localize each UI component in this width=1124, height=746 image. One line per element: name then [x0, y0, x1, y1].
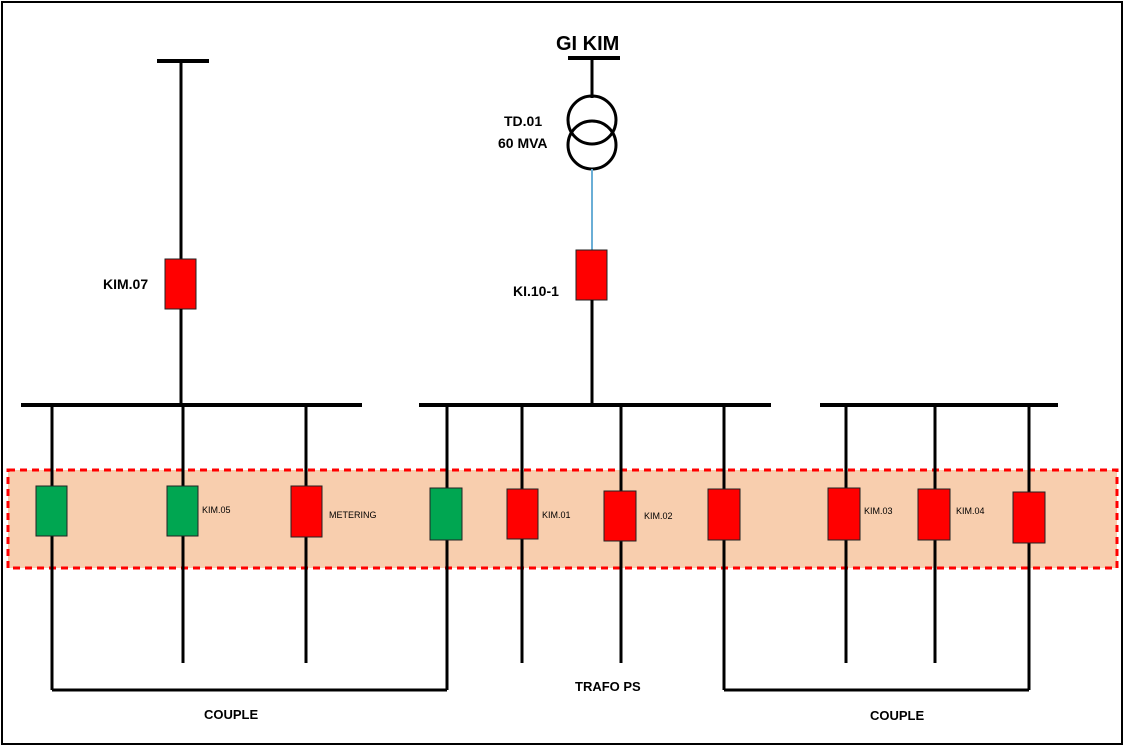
feeder-label-kim03: KIM.03: [864, 506, 893, 516]
feeder-breaker-kim03[interactable]: [827, 487, 861, 541]
feeder-label-kim01: KIM.01: [542, 510, 571, 520]
feeder-breaker[interactable]: [707, 488, 741, 541]
feeder-label-kim02: KIM.02: [644, 511, 673, 521]
feeder-breaker[interactable]: [1012, 491, 1046, 544]
feeder-label-metering: METERING: [329, 510, 377, 520]
feeder-breaker[interactable]: [35, 485, 68, 537]
incomer-label-kim07: KIM.07: [103, 276, 148, 292]
feeder-breaker[interactable]: [429, 487, 463, 541]
transformer-name: TD.01: [504, 113, 542, 129]
trafo-ps-label: TRAFO PS: [575, 679, 641, 694]
feeder-breaker-kim01[interactable]: [506, 488, 539, 540]
feeder-label-kim04: KIM.04: [956, 506, 985, 516]
feeder-label-kim05: KIM.05: [202, 505, 231, 515]
couple-label-left: COUPLE: [204, 707, 259, 722]
incomer-breaker-ki10-1[interactable]: [575, 249, 608, 301]
feeder-breaker-metering[interactable]: [290, 485, 323, 538]
incomer-label-ki10-1: KI.10-1: [513, 283, 559, 299]
transformer-rating: 60 MVA: [498, 135, 548, 151]
substation-title: GI KIM: [556, 33, 619, 55]
couple-label-right: COUPLE: [870, 708, 925, 723]
feeder-breaker-kim02[interactable]: [603, 490, 637, 542]
incomer-breaker-kim07[interactable]: [164, 258, 197, 310]
feeder-breaker-kim04[interactable]: [917, 488, 951, 541]
feeder-breaker-kim05[interactable]: [166, 485, 199, 537]
